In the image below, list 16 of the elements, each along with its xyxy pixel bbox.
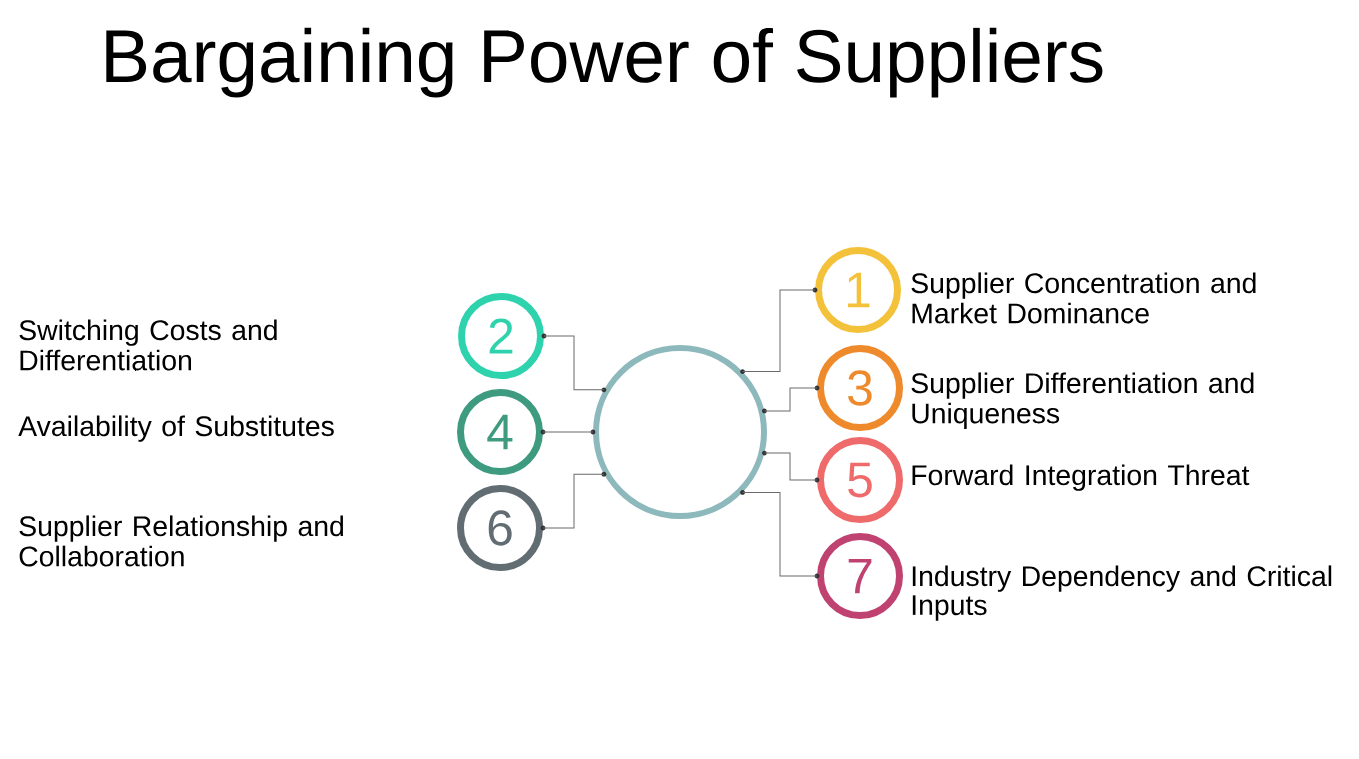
description-text: Supplier Differentiation and Uniqueness [911, 372, 1254, 430]
description-text: Switching Costs and Differentiation [19, 319, 277, 371]
connector-line [763, 452, 818, 481]
connector-line [742, 289, 816, 373]
description-text: Availability of Substitutes [18, 415, 334, 442]
connector-line [742, 491, 818, 577]
connector-line [543, 335, 605, 391]
title: Bargaining Power of Suppliers [106, 27, 1103, 98]
hub-circle [590, 345, 767, 519]
description-text: Industry Dependency and Critical Inputs [912, 565, 1332, 621]
connector-line [763, 387, 818, 412]
description-text: Supplier Concentration and Market Dominance [911, 272, 1256, 324]
connector-line [542, 431, 594, 433]
description-text: Forward Integration Threat [912, 464, 1250, 491]
connector-line [542, 473, 605, 529]
description-text: Supplier Relationship and Collaboration [19, 515, 343, 567]
